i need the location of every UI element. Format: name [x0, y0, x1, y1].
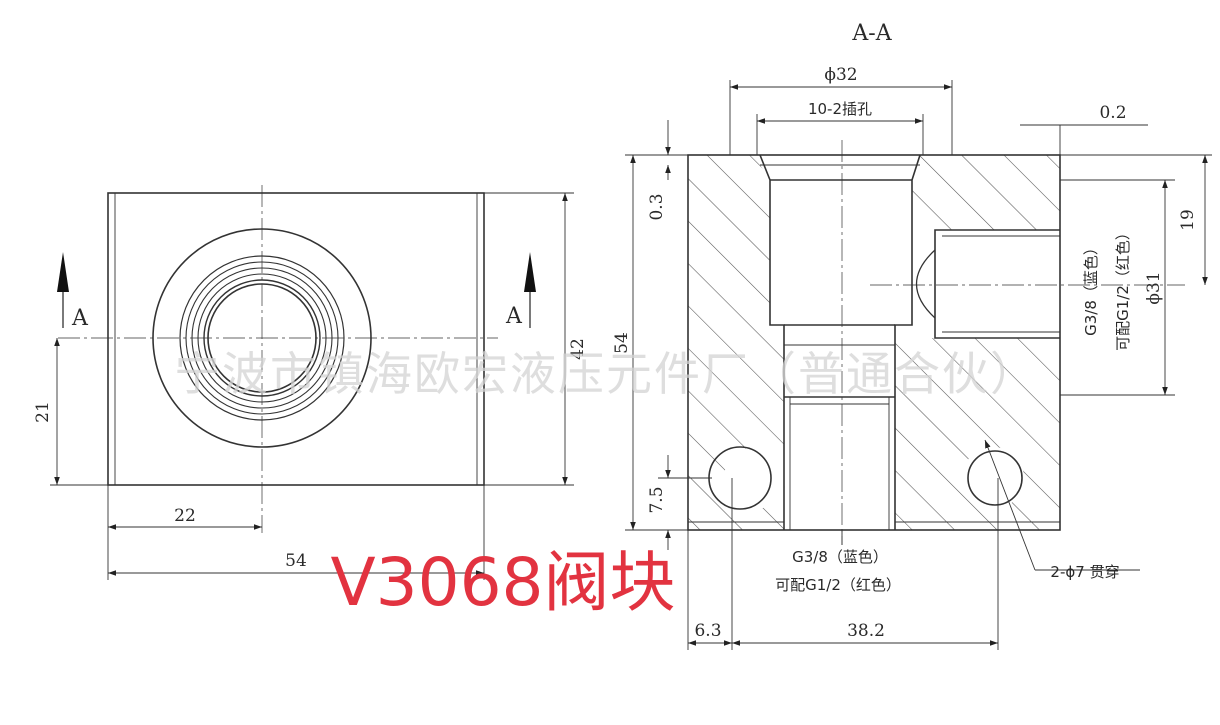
dim-7-5: 7.5 — [647, 486, 667, 513]
mount-holes-note: 2-ϕ7 贯穿 — [1050, 563, 1119, 581]
dim-width-total: 54 — [285, 551, 307, 571]
section-view — [687, 140, 1185, 545]
front-view-outline — [107, 192, 485, 486]
dim-0-2: 0.2 — [1099, 103, 1126, 123]
mount-hole-right — [967, 450, 1023, 506]
section-mark-right: A — [505, 304, 523, 329]
watermark: 宁波市镇海欧宏液压元件厂（普通合伙） — [174, 347, 1038, 401]
dim-phi32: ϕ32 — [824, 65, 857, 85]
front-view-dimensions — [50, 192, 574, 580]
section-arrows: A A — [57, 252, 536, 331]
dim-0-3: 0.3 — [647, 193, 667, 220]
side-port — [934, 229, 1060, 339]
dim-54-section: 54 — [612, 332, 632, 354]
product-label: V3068阀块 — [330, 544, 675, 621]
dim-cartridge: 10-2插孔 — [808, 100, 872, 118]
bottom-port-line2: 可配G1/2（红色） — [775, 576, 901, 594]
cartridge-bore-right — [894, 154, 921, 530]
dim-38-2: 38.2 — [847, 621, 885, 641]
side-port-line1: G3/8（蓝色） — [1082, 240, 1100, 336]
dim-19: 19 — [1178, 209, 1198, 231]
section-title: A-A — [851, 21, 892, 46]
side-port-line2: 可配G1/2（红色） — [1114, 225, 1132, 351]
section-dimensions — [625, 80, 1212, 650]
front-view — [58, 185, 498, 533]
dim-6-3: 6.3 — [694, 621, 721, 641]
dim-phi31: ϕ31 — [1144, 271, 1164, 304]
section-outline — [687, 154, 1061, 531]
dim-width-half: 22 — [174, 506, 196, 526]
dim-height-total: 42 — [568, 338, 588, 360]
cartridge-bore-left — [759, 154, 785, 530]
dim-height-half: 21 — [33, 401, 53, 423]
section-mark-left: A — [71, 306, 89, 331]
bottom-port-line1: G3/8（蓝色） — [792, 548, 888, 566]
